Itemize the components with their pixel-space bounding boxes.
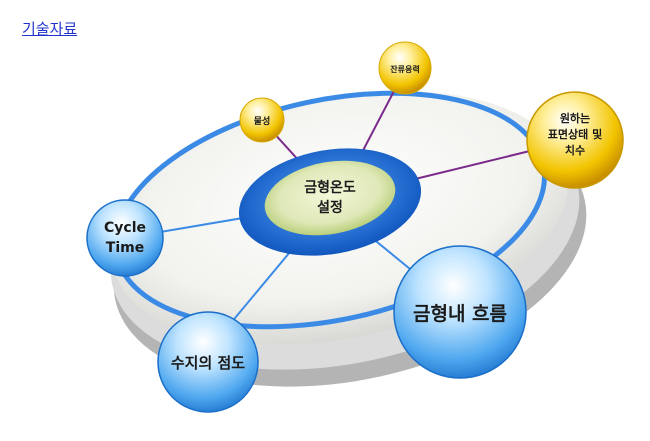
node-cycle-line2: Time <box>106 240 144 256</box>
center-label-line2: 설정 <box>317 199 343 216</box>
node-surface-line2: 표면상태 및 <box>548 127 602 141</box>
node-property-label: 물성 <box>254 115 271 127</box>
node-surface-line1: 원하는 <box>560 111 590 125</box>
center-node: 금형온도 설정 <box>238 148 422 256</box>
node-resin-viscosity: 수지의 점도 <box>157 311 259 413</box>
node-cycle-line1: Cycle <box>104 220 146 236</box>
node-resin-label: 수지의 점도 <box>171 354 245 372</box>
node-mold-flow: 금형내 흐름 <box>393 245 527 379</box>
tech-docs-link[interactable]: 기술자료 <box>22 20 78 38</box>
node-residual-stress-label: 잔류응력 <box>390 64 419 74</box>
node-residual-stress: 잔류응력 <box>378 41 432 95</box>
node-surface-line3: 치수 <box>565 143 585 157</box>
node-mold-flow-label: 금형내 흐름 <box>413 303 507 325</box>
node-cycle-time: Cycle Time <box>86 199 164 277</box>
center-label-line1: 금형온도 <box>304 179 356 196</box>
node-property: 물성 <box>239 97 285 143</box>
node-surface-dimension: 원하는 표면상태 및 치수 <box>526 91 624 189</box>
